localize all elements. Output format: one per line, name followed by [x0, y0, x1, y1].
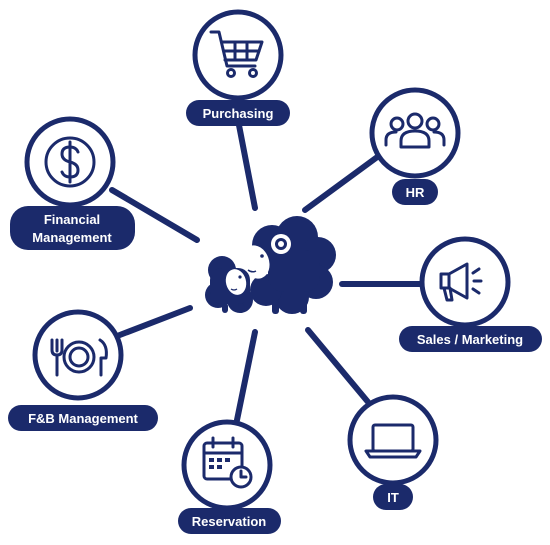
pill-hr[interactable]: HR — [392, 179, 438, 205]
label-financial-management-line2: Management — [32, 230, 112, 245]
connector-fb-management — [109, 305, 193, 341]
node-circle-it[interactable] — [347, 394, 439, 486]
label-it: IT — [387, 490, 399, 505]
node-circle-reservation[interactable] — [181, 419, 273, 511]
connector-lines — [109, 117, 428, 423]
label-sales-marketing: Sales / Marketing — [417, 332, 523, 347]
label-purchasing: Purchasing — [203, 106, 274, 121]
people-group-icon — [384, 112, 446, 149]
connector-reservation — [234, 329, 258, 423]
connector-purchasing — [235, 117, 258, 211]
pill-it[interactable]: IT — [373, 484, 413, 510]
label-reservation: Reservation — [192, 514, 266, 529]
node-circle-purchasing[interactable] — [192, 9, 284, 101]
node-labels: Purchasing HR Sales / Marketing IT Reser… — [8, 100, 542, 534]
megaphone-icon — [439, 262, 483, 302]
pill-sales-marketing[interactable]: Sales / Marketing — [399, 326, 542, 352]
node-circle-sales-marketing[interactable] — [419, 236, 511, 328]
node-circle-hr[interactable] — [369, 87, 461, 179]
label-hr: HR — [406, 185, 425, 200]
label-financial-management-line1: Financial — [44, 212, 100, 227]
label-fb-management: F&B Management — [28, 411, 138, 426]
pill-purchasing[interactable]: Purchasing — [186, 100, 290, 126]
dollar-coin-icon — [44, 136, 96, 188]
connector-hr — [302, 152, 383, 213]
shopping-cart-icon — [209, 30, 264, 78]
connector-it — [305, 327, 371, 405]
connector-financial-management — [109, 187, 200, 243]
calendar-clock-icon — [202, 436, 253, 489]
pill-financial-management[interactable]: Financial Management — [10, 206, 135, 250]
laptop-icon — [364, 423, 422, 459]
plate-cutlery-icon — [50, 338, 108, 377]
pill-reservation[interactable]: Reservation — [178, 508, 281, 534]
node-circle-fb-management[interactable] — [32, 309, 124, 401]
pill-fb-management[interactable]: F&B Management — [8, 405, 158, 431]
sheep-mascot-icon — [205, 216, 336, 314]
